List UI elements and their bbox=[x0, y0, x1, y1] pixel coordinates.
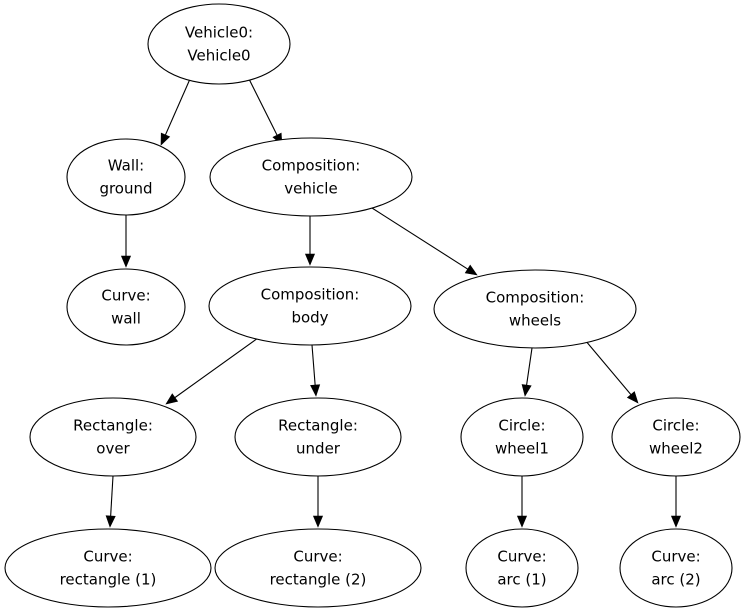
node-label-type: Curve: bbox=[83, 548, 132, 566]
edge-line bbox=[525, 347, 533, 388]
node-label-type: Composition: bbox=[262, 157, 361, 175]
graph-node-rectangle_under[interactable]: Rectangle: under bbox=[234, 397, 402, 477]
node-label-type: Composition: bbox=[261, 286, 360, 304]
arrowhead-icon bbox=[304, 253, 316, 266]
edge-line bbox=[109, 475, 114, 519]
arrowhead-icon bbox=[160, 132, 171, 146]
node-ellipse-shape[interactable] bbox=[611, 397, 741, 477]
arrowhead-icon bbox=[120, 255, 132, 268]
edge-vehicle0-to-wall_ground bbox=[160, 78, 191, 146]
node-label-type: Rectangle: bbox=[278, 417, 358, 435]
node-label-type: Composition: bbox=[486, 289, 585, 307]
graph-node-composition_body[interactable]: Composition: body bbox=[208, 266, 412, 346]
node-label-name: arc (1) bbox=[497, 571, 546, 589]
arrowhead-icon bbox=[670, 515, 682, 528]
node-label-name: wheels bbox=[509, 312, 561, 330]
edge-line bbox=[248, 78, 279, 138]
node-ellipse-shape[interactable] bbox=[465, 528, 579, 608]
node-label-name: wheel1 bbox=[495, 440, 549, 458]
graph-node-curve_rectangle_1[interactable]: Curve: rectangle (1) bbox=[4, 528, 212, 608]
edge-line bbox=[311, 344, 316, 388]
graph-node-rectangle_over[interactable]: Rectangle: over bbox=[29, 397, 197, 477]
node-label-name: arc (2) bbox=[651, 571, 700, 589]
graph-node-vehicle0[interactable]: Vehicle0: Vehicle0 bbox=[147, 3, 291, 85]
arrowhead-icon bbox=[105, 515, 116, 528]
node-label-name: rectangle (1) bbox=[60, 571, 157, 589]
arrowhead-icon bbox=[312, 515, 324, 528]
node-ellipse-shape[interactable] bbox=[209, 137, 413, 217]
node-label-name: wheel2 bbox=[649, 440, 703, 458]
edge-composition_vehicle-to-composition_body bbox=[304, 216, 316, 266]
edge-line bbox=[371, 207, 470, 271]
node-label-type: Wall: bbox=[108, 157, 144, 175]
node-label-type: Curve: bbox=[651, 548, 700, 566]
node-label-name: vehicle bbox=[284, 180, 337, 198]
graph-node-curve_rectangle_2[interactable]: Curve: rectangle (2) bbox=[214, 528, 422, 608]
node-label-type: Curve: bbox=[293, 548, 342, 566]
graph-node-curve_arc_1[interactable]: Curve: arc (1) bbox=[465, 528, 579, 608]
node-label-type: Circle: bbox=[498, 417, 545, 435]
node-label-type: Curve: bbox=[497, 548, 546, 566]
arrowhead-icon bbox=[626, 391, 639, 404]
node-ellipse-shape[interactable] bbox=[66, 268, 186, 346]
node-label-name: rectangle (2) bbox=[270, 571, 367, 589]
node-ellipse-shape[interactable] bbox=[619, 528, 733, 608]
edge-composition_body-to-rectangle_over bbox=[165, 337, 259, 405]
node-label-name: over bbox=[96, 440, 130, 458]
node-ellipse-shape[interactable] bbox=[433, 269, 637, 349]
edge-line bbox=[172, 337, 259, 400]
node-label-type: Circle: bbox=[652, 417, 699, 435]
edge-rectangle_over-to-curve_rectangle_1 bbox=[105, 475, 116, 528]
arrowhead-icon bbox=[464, 264, 478, 276]
edge-rectangle_under-to-curve_rectangle_2 bbox=[312, 476, 324, 528]
edge-composition_vehicle-to-composition_wheels bbox=[371, 207, 478, 276]
graph-node-composition_wheels[interactable]: Composition: wheels bbox=[433, 269, 637, 349]
node-ellipse-shape[interactable] bbox=[66, 138, 186, 216]
edge-circle_wheel1-to-curve_arc_1 bbox=[516, 476, 528, 528]
edge-line bbox=[164, 78, 191, 137]
arrowhead-icon bbox=[516, 515, 528, 528]
graph-node-curve_arc_2[interactable]: Curve: arc (2) bbox=[619, 528, 733, 608]
graph-node-circle_wheel1[interactable]: Circle: wheel1 bbox=[460, 397, 584, 477]
node-label-name: under bbox=[296, 440, 341, 458]
edge-composition_wheels-to-circle_wheel1 bbox=[521, 347, 533, 397]
node-label-name: body bbox=[291, 309, 328, 327]
edge-line bbox=[584, 339, 633, 397]
edge-wall_ground-to-curve_wall bbox=[120, 215, 132, 268]
node-label-name: ground bbox=[99, 180, 152, 198]
node-label-type: Rectangle: bbox=[73, 417, 153, 435]
node-label-type: Vehicle0: bbox=[185, 24, 253, 42]
node-label-type: Curve: bbox=[101, 287, 150, 305]
node-ellipse-shape[interactable] bbox=[4, 528, 212, 608]
graph-node-curve_wall[interactable]: Curve: wall bbox=[66, 268, 186, 346]
arrowhead-icon bbox=[310, 384, 321, 397]
node-ellipse-shape[interactable] bbox=[214, 528, 422, 608]
node-label-name: wall bbox=[111, 310, 141, 328]
node-ellipse-shape[interactable] bbox=[234, 397, 402, 477]
node-ellipse-shape[interactable] bbox=[29, 397, 197, 477]
graph-node-composition_vehicle[interactable]: Composition: vehicle bbox=[209, 137, 413, 217]
edge-composition_wheels-to-circle_wheel2 bbox=[584, 339, 639, 404]
node-ellipse-shape[interactable] bbox=[147, 3, 291, 85]
node-ellipse-shape[interactable] bbox=[208, 266, 412, 346]
edge-circle_wheel2-to-curve_arc_2 bbox=[670, 476, 682, 528]
graph-node-wall_ground[interactable]: Wall: ground bbox=[66, 138, 186, 216]
edge-composition_body-to-rectangle_under bbox=[310, 344, 321, 397]
arrowhead-icon bbox=[521, 384, 532, 397]
node-ellipse-shape[interactable] bbox=[460, 397, 584, 477]
node-label-name: Vehicle0 bbox=[187, 47, 250, 65]
graph-node-circle_wheel2[interactable]: Circle: wheel2 bbox=[611, 397, 741, 477]
edge-vehicle0-to-composition_vehicle bbox=[248, 78, 283, 146]
arrowhead-icon bbox=[165, 393, 179, 405]
node-layer: Vehicle0:Vehicle0Wall:groundComposition:… bbox=[4, 3, 741, 608]
